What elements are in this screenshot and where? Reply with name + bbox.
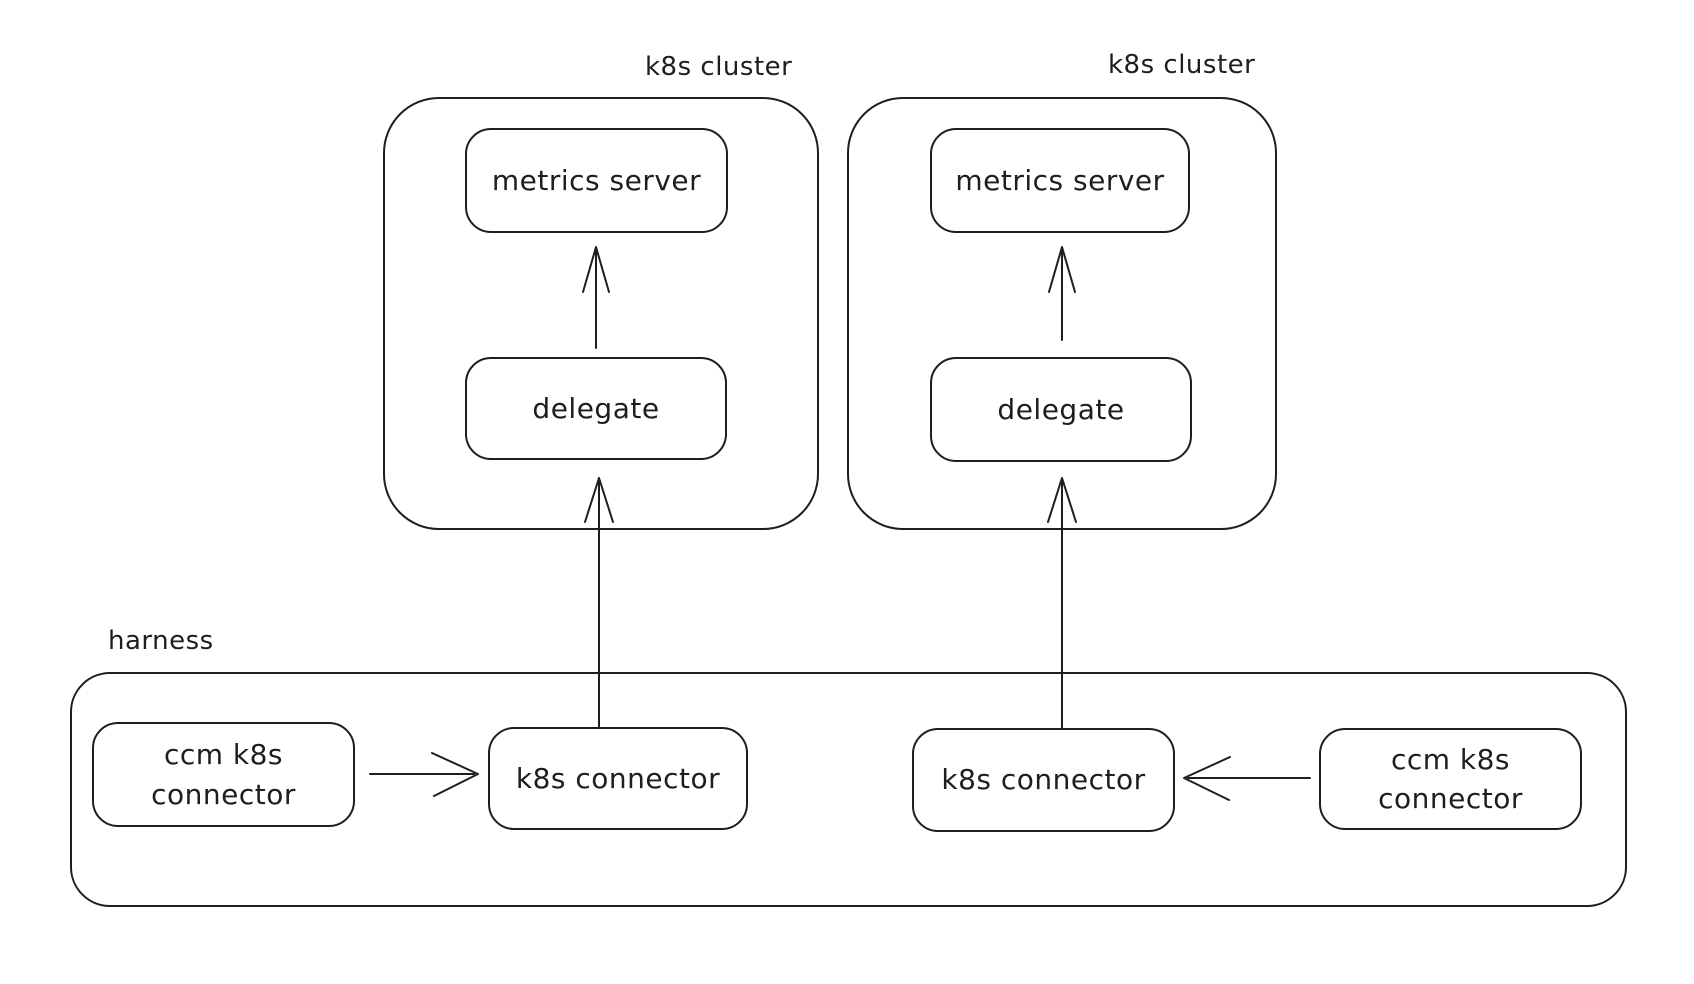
cluster-title-left: k8s cluster	[645, 52, 793, 82]
delegate-node-left: delegate	[465, 357, 727, 460]
k8s-connector-node-right: k8s connector	[912, 728, 1175, 832]
metrics-server-node-left: metrics server	[465, 128, 728, 233]
ccm-k8s-connector-node-right: ccm k8s connector	[1319, 728, 1582, 830]
k8s-cluster-box-left	[383, 97, 819, 530]
ccm-k8s-connector-node-left: ccm k8s connector	[92, 722, 355, 827]
harness-title: harness	[108, 626, 214, 656]
metrics-server-node-right: metrics server	[930, 128, 1190, 233]
k8s-connector-node-left: k8s connector	[488, 727, 748, 830]
harness-box	[70, 672, 1627, 907]
delegate-node-right: delegate	[930, 357, 1192, 462]
cluster-title-right: k8s cluster	[1108, 50, 1256, 80]
